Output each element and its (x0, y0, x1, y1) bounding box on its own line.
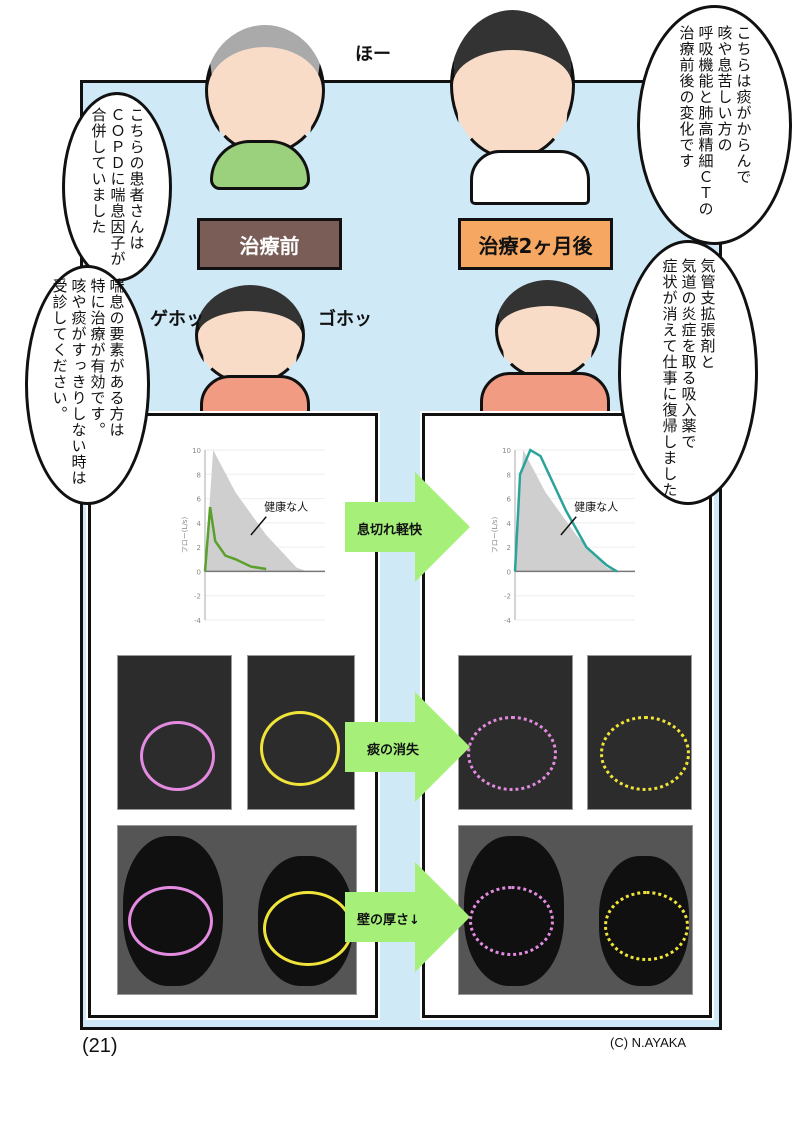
y-tick-label: 2 (507, 544, 511, 552)
flow-volume-chart-before: 10 8 6 4 2 0 -2 -4 フロー(L/s) 健康な人 (181, 447, 325, 625)
ct-before-lower (117, 825, 357, 995)
bubble-text: こちらは痰がからんで 咳や息苦しい方の 呼吸機能と肺高精細ＣＴの 治療前後の変化… (677, 25, 753, 217)
bubble-text: 気管支拡張剤と 気道の炎症を取る吸入薬で 症状が消えて仕事に復帰しました (660, 257, 717, 498)
arrow-breathlessness: 息切れ軽快 (345, 472, 470, 582)
doctor-coat (470, 150, 590, 205)
y-tick-label: -2 (194, 593, 201, 601)
arrow-label: 痰の消失 (367, 743, 420, 758)
y-tick-label: -2 (504, 593, 511, 601)
y-tick-label: -4 (194, 617, 202, 625)
y-axis-label: フロー(L/s) (491, 517, 499, 554)
ct-before-upper-1 (117, 655, 232, 810)
y-tick-label: -4 (504, 617, 512, 625)
label-after-treatment: 治療2ヶ月後 (458, 218, 613, 270)
page-number: (21) (82, 1035, 118, 1057)
annotation-pointer (560, 516, 577, 536)
speech-bubble-left-top: こちらの患者さんは ＣＯＰＤに喘息因子が 合併していました (62, 92, 172, 282)
y-tick-label: 2 (197, 544, 201, 552)
reference-area (205, 450, 307, 572)
y-tick-label: 4 (507, 520, 512, 528)
y-tick-label: 0 (197, 568, 201, 576)
patient-before-shirt (200, 375, 310, 415)
doctor-illustration (450, 10, 575, 160)
arrow-wall-thickness: 壁の厚さ↓ (345, 862, 470, 972)
bubble-text: 喘息の要素がある方は 特に治療が有効です。 咳や痰がすっきりしない時は 受診して… (50, 277, 126, 486)
patient-before-illustration (195, 285, 305, 385)
series-line (203, 506, 267, 572)
label-before-treatment: 治療前 (197, 218, 342, 270)
speech-bubble-doctor-bottom: 気管支拡張剤と 気道の炎症を取る吸入薬で 症状が消えて仕事に復帰しました (618, 240, 758, 505)
y-tick-label: 6 (507, 496, 512, 504)
annotation-label: 健康な人 (574, 500, 618, 514)
arrow-right-icon (345, 692, 470, 802)
y-tick-label: 8 (197, 471, 201, 479)
arrow-label: 壁の厚さ↓ (357, 913, 420, 928)
speech-bubble-doctor-top: こちらは痰がからんで 咳や息苦しい方の 呼吸機能と肺高精細ＣＴの 治療前後の変化… (637, 5, 792, 245)
copyright: (C) N.AYAKA (610, 1035, 687, 1050)
bubble-text: こちらの患者さんは ＣＯＰＤに喘息因子が 合併していました (89, 107, 146, 267)
arrow-right-icon (345, 862, 470, 972)
sfx-elder: ほー (355, 44, 391, 65)
y-axis-label: フロー(L/s) (181, 517, 189, 554)
y-tick-label: 6 (197, 496, 202, 504)
ct-after-upper-2 (587, 655, 692, 810)
annotation-pointer (250, 516, 267, 536)
arrow-sputum: 痰の消失 (345, 692, 470, 802)
series-line (513, 448, 618, 573)
arrow-label: 息切れ軽快 (357, 523, 423, 538)
patient-after-illustration (495, 280, 600, 380)
reference-area (515, 450, 617, 572)
y-tick-label: 8 (507, 471, 511, 479)
speech-bubble-left-bottom: 喘息の要素がある方は 特に治療が有効です。 咳や痰がすっきりしない時は 受診して… (25, 265, 150, 505)
elder-patient-illustration (205, 25, 325, 155)
ct-before-upper-2 (247, 655, 355, 810)
patient-after-shirt (480, 372, 610, 416)
y-tick-label: 0 (507, 568, 511, 576)
flow-volume-chart-after: 10 8 6 4 2 0 -2 -4 フロー(L/s) 健康な人 (491, 447, 635, 625)
sfx-cough-2: ゲホッ (150, 309, 204, 330)
annotation-label: 健康な人 (264, 500, 308, 514)
sfx-cough-1: ゴホッ (318, 309, 372, 330)
y-tick-label: 4 (197, 520, 202, 528)
y-tick-label: 10 (192, 447, 201, 455)
y-tick-label: 10 (502, 447, 511, 455)
arrow-right-icon (345, 472, 470, 582)
ct-after-lower (458, 825, 693, 995)
ct-after-upper-1 (458, 655, 573, 810)
